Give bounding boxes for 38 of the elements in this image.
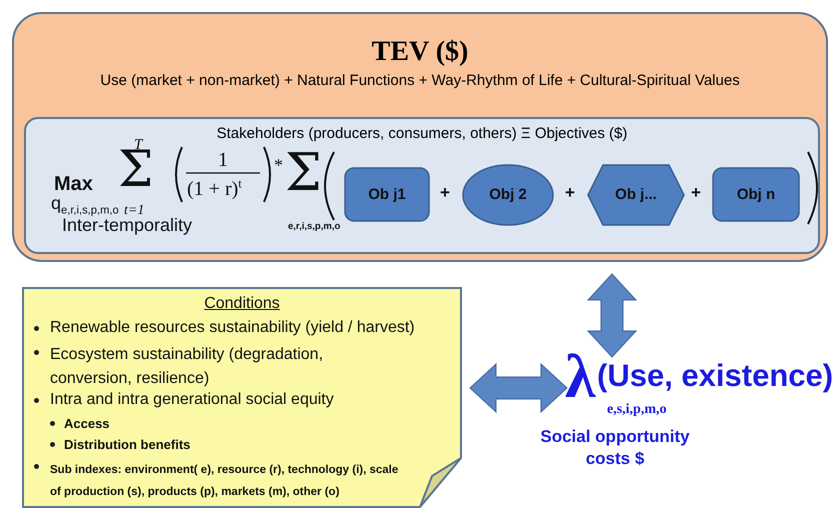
plus-sign: + [691,184,701,201]
note-heading: Conditions [203,295,281,313]
double-arrow [586,273,638,358]
caption-text: Social opportunity costs $ [539,426,691,470]
stakeholder-panel [24,117,820,254]
double-arrow [469,362,568,414]
bullet-text: Intra and intra generational social equity [50,391,334,409]
panel-title: TEV ($) [370,36,470,68]
objective-label: Ob j... [614,186,658,203]
formula-text: t=1 [124,204,144,218]
plus-sign: + [440,184,450,201]
objective-hexagon [587,164,685,226]
objective-ellipse [462,164,554,226]
bullet-text: Sub indexes: environment( e), resource (r), technology (i), scale of production (s), products (p), markets (m), other (o) [50,463,400,500]
objective-label: Obj 2 [488,186,528,203]
formula-text: * [274,156,283,174]
function-text: (Use, existence) [597,358,834,394]
total-value-panel [12,12,828,262]
panel-subtitle: Use (market + non-market) + Natural Functions + Way-Rhythm of Life + Cultural-Spiritual Values [99,72,741,89]
formula-text: (1 + r)$^{t}$ [187,179,242,199]
plus-sign: + [565,184,575,201]
formula-text: Max [54,174,93,194]
bullet-text: Access [64,416,110,431]
conditions-note [22,287,462,508]
objective-box [344,167,430,222]
objective-box [712,167,800,222]
objective-label: Ob j1 [367,186,407,202]
lambda-symbol: λ [565,342,596,413]
subscript-text: e,s,i,p,m,o [607,402,666,418]
formula-text: Inter-temporality [62,216,192,234]
formula-text: e,r,i,s,p,m,o [288,222,340,232]
sum-symbol: Σ [285,147,322,199]
bullet-text: Renewable resources sustainability (yield / harvest) [50,319,415,337]
panel-heading: Stakeholders (producers, consumers, others) Ξ Objectives ($) [216,125,628,142]
bullet-text: Distribution benefits [64,437,190,452]
objective-label: Obj n [736,186,776,202]
formula-text: 1 [218,150,228,170]
bullet-text: Ecosystem sustainability (degradation, conversion, resilience) [50,345,324,389]
